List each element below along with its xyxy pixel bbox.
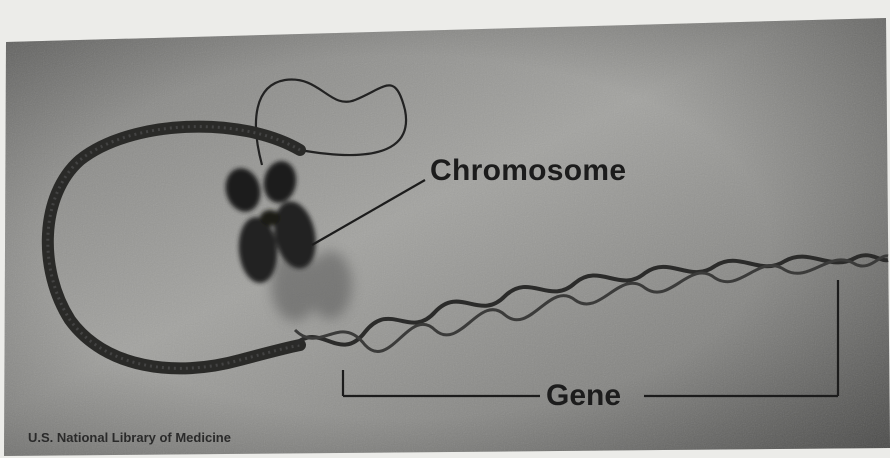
gene-label: Gene [546,381,621,411]
credit-line: U.S. National Library of Medicine [28,431,231,444]
chromosome-label: Chromosome [430,156,626,186]
